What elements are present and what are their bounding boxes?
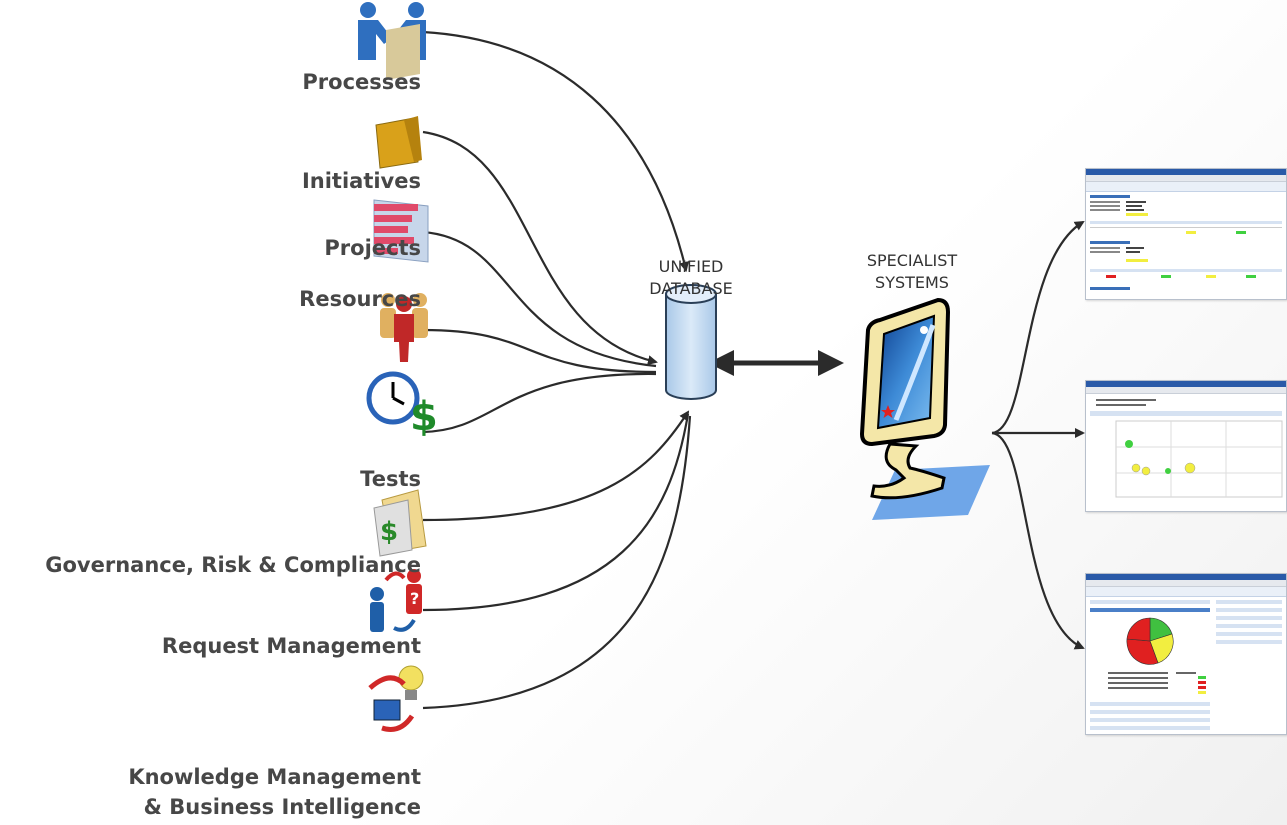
source-label-business-intelligence: & Business Intelligence	[143, 795, 421, 819]
dollar-document-icon: $	[373, 489, 427, 557]
question-exchange-icon: ?	[370, 569, 422, 632]
source-label-tests: Tests	[360, 467, 421, 491]
svg-text:$: $	[410, 394, 438, 440]
lightbulb-computer-icon	[368, 665, 424, 732]
pie-dashboard-thumbnail	[1090, 600, 1282, 730]
svg-text:?: ?	[410, 589, 419, 608]
computer-monitor-icon	[859, 297, 990, 520]
connector-grc	[422, 410, 690, 522]
pie-dashboard-screenshot	[1085, 573, 1287, 735]
double-arrow	[708, 350, 844, 376]
database-icon	[665, 284, 717, 400]
source-label-grc: Governance, Risk & Compliance	[45, 553, 421, 577]
svg-text:$: $	[380, 517, 398, 547]
source-label-knowledge-management: Knowledge Management	[128, 765, 421, 789]
source-label-projects: Projects	[324, 236, 421, 260]
bubble-chart-thumbnail	[1090, 399, 1283, 498]
connector-knowledge	[422, 415, 692, 710]
connector-to-screen-3	[991, 431, 1085, 650]
project-grid-thumbnail	[1090, 195, 1282, 290]
database-caption: UNIFIED DATABASE	[626, 256, 756, 300]
specialist-caption-line1: SPECIALIST	[866, 251, 958, 270]
connector-request	[422, 413, 690, 612]
source-label-request-management: Request Management	[161, 634, 421, 658]
specialist-caption-line2: SYSTEMS	[875, 273, 949, 292]
database-caption-line1: UNIFIED	[658, 257, 724, 276]
connector-resources	[422, 328, 657, 374]
bubble-chart-screenshot	[1085, 380, 1287, 512]
connector-initiatives	[422, 130, 658, 366]
output-connectors	[991, 220, 1085, 650]
source-label-resources: Resources	[299, 287, 421, 311]
people-icon	[380, 293, 428, 362]
connector-processes	[422, 30, 689, 272]
source-connectors	[422, 30, 692, 710]
specialist-caption: SPECIALIST SYSTEMS	[842, 250, 982, 294]
folder-icon	[375, 23, 422, 169]
clock-dollar-icon: $	[366, 371, 438, 440]
gantt-chart-icon	[373, 199, 429, 263]
connector-projects	[422, 230, 657, 368]
source-label-initiatives: Initiatives	[301, 169, 421, 193]
connector-tests	[422, 372, 657, 434]
connector-to-screen-1	[991, 220, 1085, 435]
database-caption-line2: DATABASE	[649, 279, 733, 298]
source-label-processes: Processes	[302, 70, 421, 94]
project-grid-screenshot	[1085, 168, 1287, 300]
